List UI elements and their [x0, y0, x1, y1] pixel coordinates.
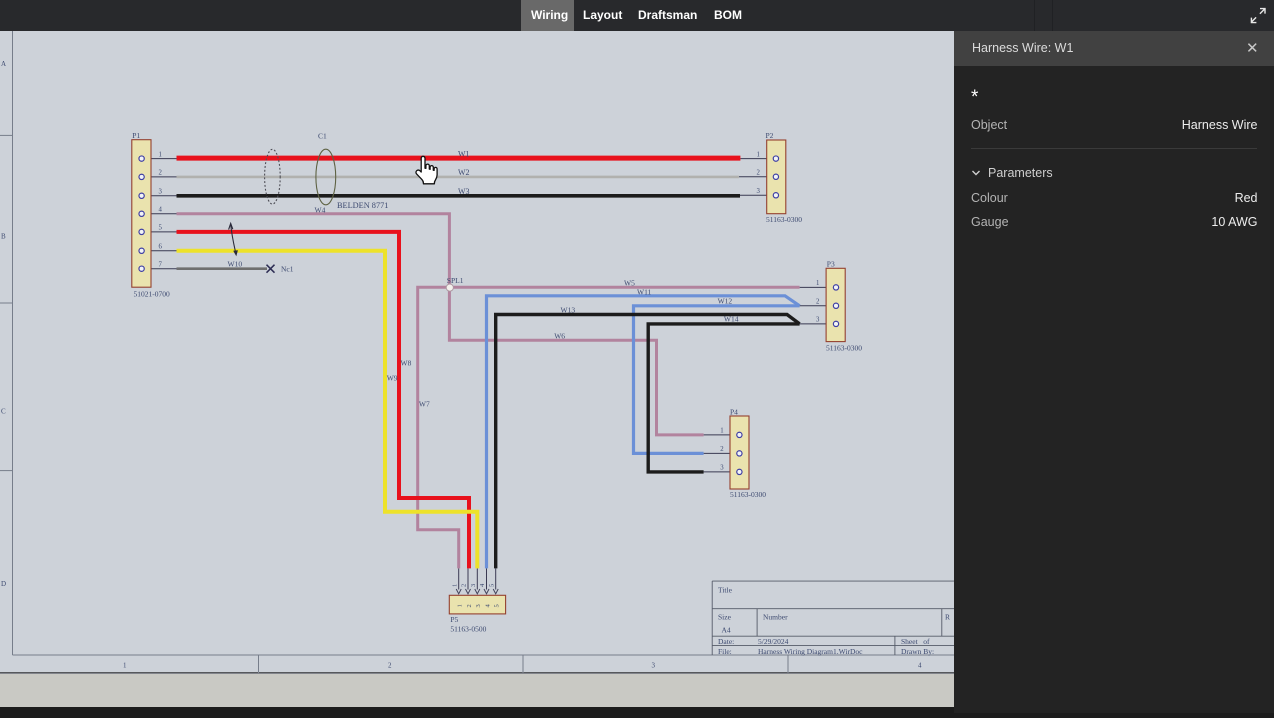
svg-text:1: 1: [757, 151, 760, 158]
svg-text:W11: W11: [637, 287, 652, 296]
svg-text:6: 6: [159, 244, 163, 251]
svg-text:BELDEN 8771: BELDEN 8771: [337, 201, 388, 210]
svg-text:R: R: [945, 613, 950, 622]
svg-text:W7: W7: [419, 400, 430, 409]
svg-text:SPL1: SPL1: [447, 276, 464, 285]
svg-text:P5: P5: [450, 615, 458, 624]
svg-text:Harness Wiring Diagram1.WirDoc: Harness Wiring Diagram1.WirDoc: [758, 647, 863, 656]
svg-text:1: 1: [123, 662, 127, 670]
svg-text:A4: A4: [722, 626, 731, 635]
svg-text:3: 3: [816, 317, 820, 324]
svg-text:W13: W13: [561, 306, 576, 315]
svg-text:Drawn By:: Drawn By:: [901, 647, 934, 656]
svg-text:Nc1: Nc1: [281, 265, 294, 274]
svg-text:3: 3: [470, 584, 477, 587]
svg-text:4: 4: [479, 583, 486, 587]
svg-text:1: 1: [451, 584, 458, 587]
svg-text:2: 2: [461, 584, 468, 587]
svg-text:W12: W12: [718, 297, 733, 306]
svg-text:B: B: [1, 233, 6, 241]
svg-text:P4: P4: [730, 407, 738, 416]
svg-text:C: C: [1, 408, 6, 416]
svg-text:W8: W8: [401, 358, 412, 367]
svg-text:51163-0300: 51163-0300: [826, 343, 862, 352]
svg-text:C1: C1: [318, 131, 327, 140]
svg-text:3: 3: [475, 604, 482, 607]
svg-text:5: 5: [488, 584, 495, 587]
svg-text:2: 2: [757, 170, 761, 177]
svg-text:File:: File:: [718, 647, 732, 656]
svg-text:A: A: [1, 60, 6, 68]
svg-text:W2: W2: [458, 168, 470, 177]
svg-text:2: 2: [388, 662, 392, 670]
svg-text:4: 4: [159, 207, 163, 214]
svg-text:5: 5: [494, 604, 501, 607]
svg-text:51021-0700: 51021-0700: [134, 290, 170, 299]
svg-text:W5: W5: [624, 279, 635, 288]
svg-text:5/29/2024: 5/29/2024: [758, 637, 789, 646]
svg-text:1: 1: [457, 604, 464, 607]
svg-text:Date:: Date:: [718, 637, 734, 646]
svg-text:51163-0300: 51163-0300: [730, 490, 766, 499]
svg-text:3: 3: [720, 465, 724, 472]
svg-text:W3: W3: [458, 187, 470, 196]
svg-text:1: 1: [159, 151, 162, 158]
svg-text:5: 5: [159, 225, 163, 232]
svg-text:P2: P2: [766, 131, 774, 140]
svg-text:2: 2: [159, 170, 163, 177]
svg-text:1: 1: [720, 428, 723, 435]
svg-text:2: 2: [816, 299, 820, 306]
svg-text:W14: W14: [724, 315, 739, 324]
svg-text:1: 1: [816, 280, 819, 287]
svg-text:Sheet of: Sheet of: [901, 637, 930, 646]
svg-text:P1: P1: [132, 131, 140, 140]
svg-text:Title: Title: [718, 586, 733, 595]
svg-text:2: 2: [720, 446, 724, 453]
svg-text:W6: W6: [554, 332, 565, 341]
svg-text:D: D: [1, 580, 6, 588]
svg-text:Size: Size: [718, 613, 732, 622]
svg-text:3: 3: [652, 662, 656, 670]
svg-text:Number: Number: [763, 613, 788, 622]
svg-text:4: 4: [484, 604, 491, 608]
svg-text:3: 3: [757, 188, 761, 195]
svg-text:51163-0300: 51163-0300: [766, 215, 802, 224]
svg-text:W9: W9: [387, 374, 398, 383]
svg-text:3: 3: [159, 189, 163, 196]
svg-text:4: 4: [918, 662, 922, 670]
svg-text:W1: W1: [458, 150, 470, 159]
svg-text:7: 7: [159, 262, 163, 269]
svg-text:51163-0500: 51163-0500: [450, 625, 486, 634]
svg-text:P3: P3: [827, 259, 835, 268]
svg-text:W4: W4: [315, 206, 326, 215]
svg-text:2: 2: [466, 604, 473, 607]
svg-text:W10: W10: [228, 260, 243, 269]
